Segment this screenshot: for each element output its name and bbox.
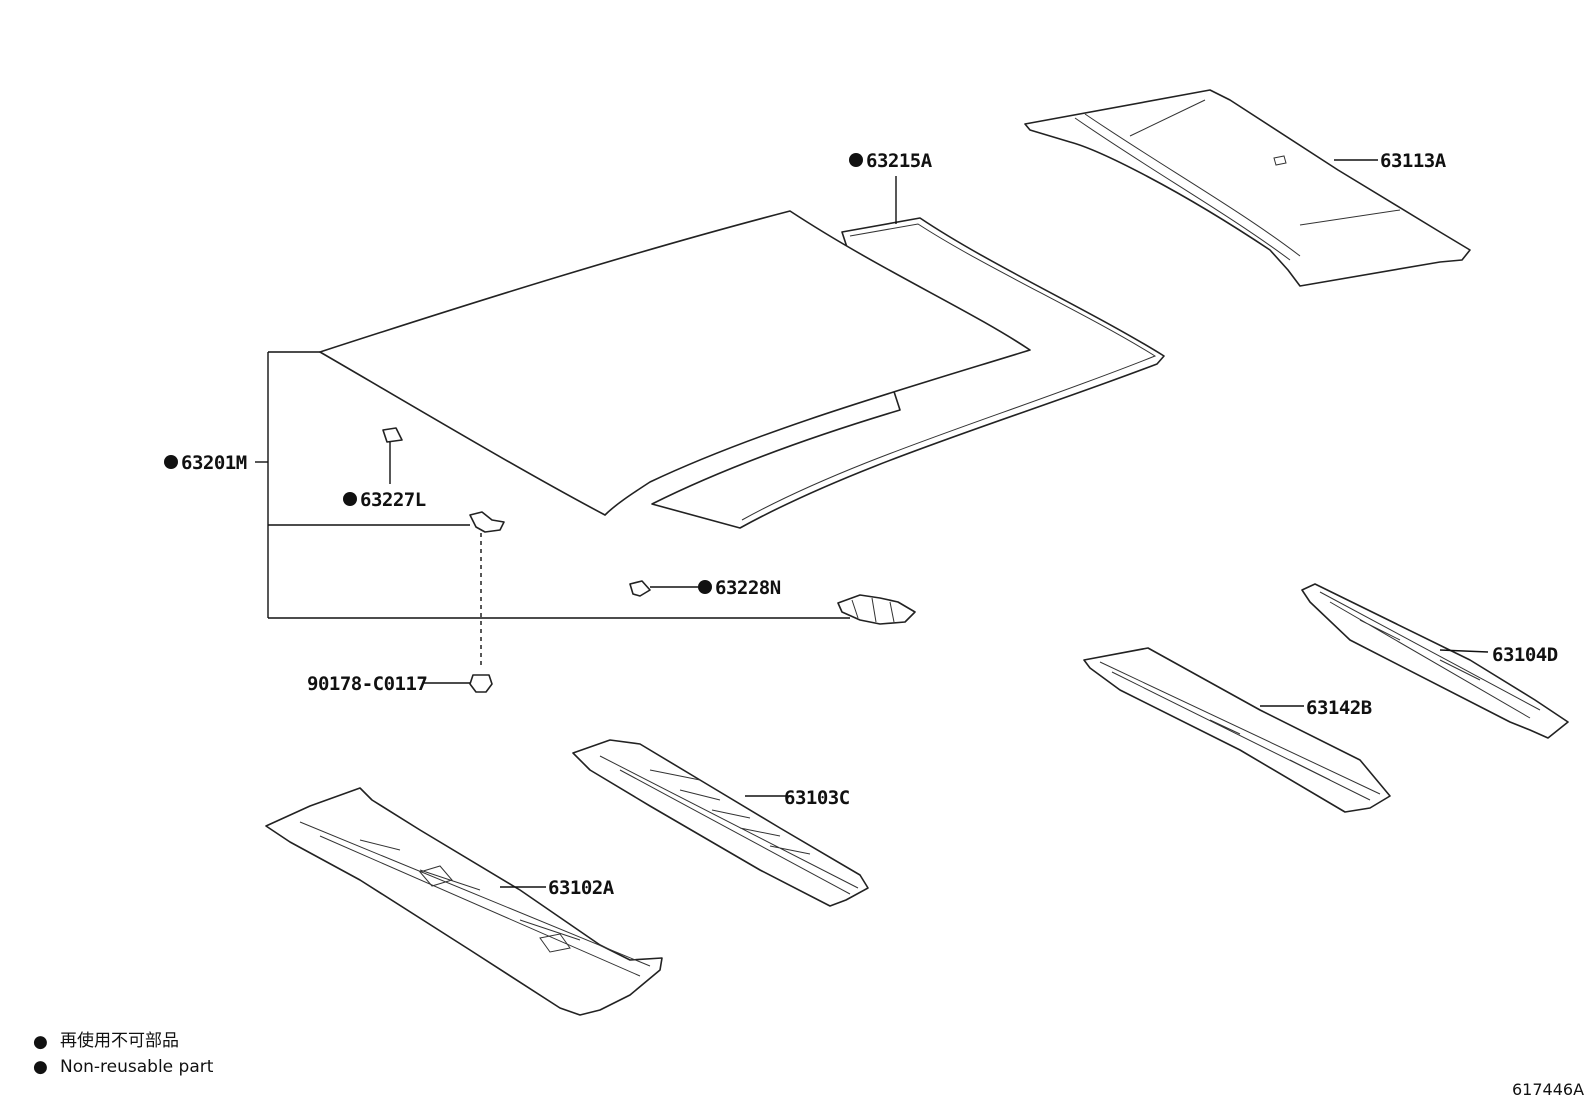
illustration-reference-code: 617446A [1512,1080,1584,1099]
callout-63215A: 63215A [849,150,933,172]
legend-text-jp: 再使用不可部品 [60,1030,179,1051]
part-63113A-shape [1024,89,1471,287]
clip-63227L [382,427,403,484]
legend-text-en: Non-reusable part [60,1057,214,1077]
part-63102A-shape [265,787,663,1016]
part-63104D-shape [1301,583,1569,739]
part-number-63228N: 63228N [715,577,781,599]
roof-panel [319,210,1031,516]
part-number-63215A: 63215A [866,150,933,172]
part-63142B-shape [1083,647,1391,813]
part-63103C-shape [572,739,869,907]
nut-90178 [424,674,493,693]
part-number-63142B: 63142B [1306,697,1372,719]
part-number-63102A: 63102A [548,877,615,899]
clip-63228N [629,580,698,597]
roof-panel-bracket [255,351,850,619]
part-number-63201M: 63201M [181,452,247,474]
legend-marker: ● [33,1032,48,1052]
callout-63201M: 63201M [164,452,247,474]
legend: ● 再使用不可部品 ● Non-reusable part [33,1030,214,1077]
part-number-63103C: 63103C [784,787,850,809]
part-number-63227L: 63227L [360,489,426,511]
callout-63227L: 63227L [343,489,426,511]
part-number-90178-C0117: 90178-C0117 [307,673,427,695]
callout-63228N: 63228N [698,577,781,599]
clip-strip [837,594,916,625]
clip-bracket [469,511,505,668]
part-number-63113A: 63113A [1380,150,1447,172]
legend-marker: ● [33,1057,48,1077]
part-number-63104D: 63104D [1492,644,1558,666]
